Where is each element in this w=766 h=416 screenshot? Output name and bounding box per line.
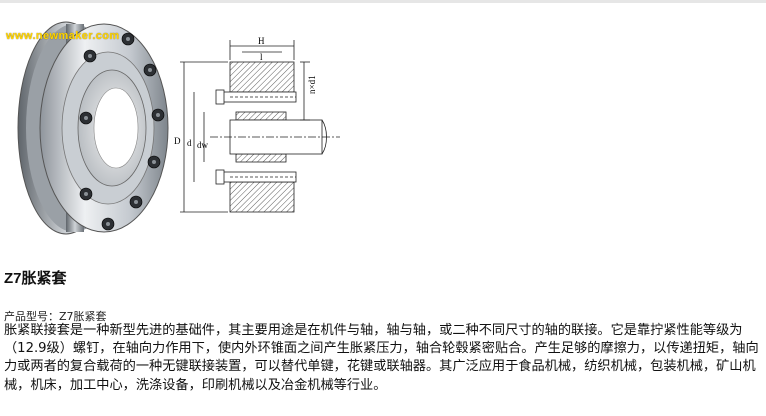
product-model-line: 产品型号：Z7胀紧套 (4, 308, 107, 324)
product-description: 胀紧联接套是一种新型先进的基础件，其主要用途是在机件与轴，轴与轴，或二种不同尺寸… (4, 323, 759, 393)
dim-label-nd1: n×d1 (307, 75, 317, 94)
dim-label-d: d (187, 138, 192, 148)
product-title: Z7胀紧套 (4, 270, 67, 287)
model-label: 产品型号： (4, 310, 59, 323)
technical-drawing: H l D d dw n×d1 (174, 36, 340, 213)
watermark-text: www.newmaker.com (6, 30, 120, 42)
dim-label-dw: dw (197, 140, 209, 150)
dim-label-H: H (258, 36, 265, 46)
product-photo (17, 21, 169, 235)
model-value: Z7胀紧套 (59, 310, 107, 323)
top-divider (0, 0, 766, 3)
dim-label-D: D (174, 136, 181, 146)
dim-label-l: l (260, 52, 263, 62)
